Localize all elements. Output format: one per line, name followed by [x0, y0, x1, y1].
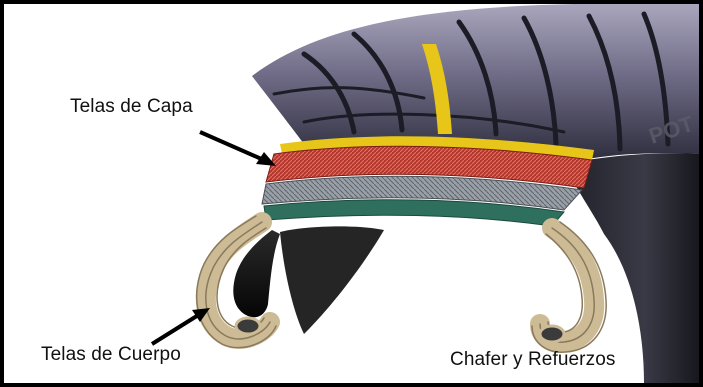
bead-left — [236, 318, 260, 334]
inner-shadow — [280, 226, 384, 334]
label-telas-de-capa: Telas de Capa — [70, 96, 193, 118]
arrow-telas-de-capa — [200, 132, 276, 166]
tire-cross-section-illustration: POT — [4, 4, 699, 383]
bead-right — [540, 326, 564, 342]
arrow-telas-de-cuerpo — [152, 308, 210, 344]
label-telas-de-cuerpo: Telas de Cuerpo — [41, 344, 181, 366]
label-chafer-y-refuerzos: Chafer y Refuerzos — [450, 349, 615, 371]
